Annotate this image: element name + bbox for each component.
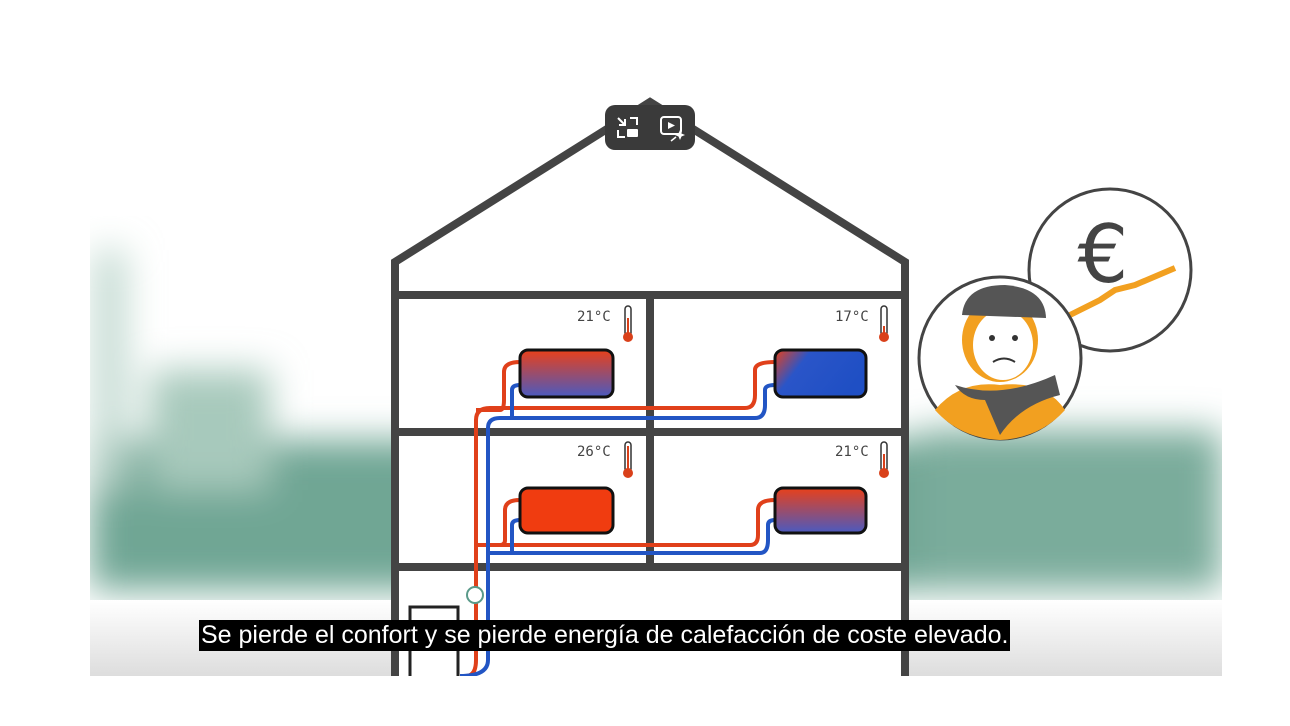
autoplay-button[interactable] xyxy=(658,113,688,143)
euro-symbol: € xyxy=(1078,208,1129,301)
thermometer-icon xyxy=(879,305,889,342)
radiator xyxy=(773,348,868,399)
rising-cost-line xyxy=(1068,265,1177,318)
room-temperature: 21°C xyxy=(577,309,611,325)
thermometer-icon xyxy=(623,441,633,478)
radiator xyxy=(518,486,615,535)
autoplay-sparkle-icon xyxy=(659,115,685,142)
radiator xyxy=(518,348,615,399)
radiator xyxy=(773,486,868,535)
cost-circle xyxy=(1027,187,1193,353)
cold-person-illustration xyxy=(935,285,1065,440)
room-temperature: 17°C xyxy=(835,309,869,325)
video-subtitle: Se pierde el confort y se pierde energía… xyxy=(199,620,1011,651)
heating-pipes xyxy=(459,360,776,676)
thermometer-icon xyxy=(879,441,889,478)
thermometer-icon xyxy=(623,305,633,342)
heating-animation-frame: € xyxy=(90,97,1222,676)
exit-fullscreen-icon xyxy=(616,116,638,138)
video-player[interactable]: € 21°C 17°C 26°C 21°C xyxy=(90,0,1222,676)
house-floors xyxy=(395,291,905,571)
exit-fullscreen-button[interactable] xyxy=(613,113,643,143)
video-overlay-controls xyxy=(605,105,695,150)
room-temperature: 21°C xyxy=(835,444,869,460)
room-temperature: 26°C xyxy=(577,444,611,460)
pump-icon xyxy=(466,586,484,604)
